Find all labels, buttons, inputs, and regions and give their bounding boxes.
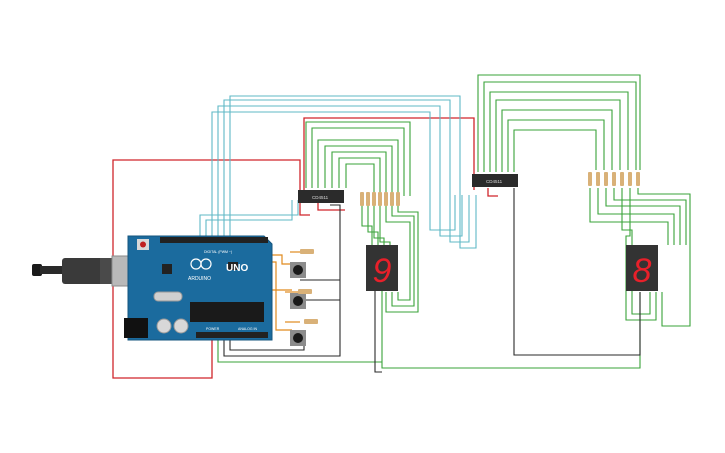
usb-chip [162,264,172,274]
digital-header [160,237,268,243]
board-brand: ARDUINO [188,276,211,282]
black-ground-wires [223,188,641,373]
resistor-bank-left [360,192,400,206]
seven-segment-right[interactable]: 8 [626,245,658,291]
resistor[interactable] [612,172,616,186]
ic-right-cd4511[interactable]: CD4511 [472,174,518,187]
resistor[interactable] [384,192,388,206]
dc-jack [124,318,148,338]
digital-label: DIGITAL (PWM ~) [204,250,232,254]
analog-label: ANALOG IN [238,327,258,331]
power-analog-header [196,332,268,338]
resistor-bank-right [588,172,640,186]
green-segment-wires [217,74,691,369]
arduino-logo-icon [200,258,212,270]
ic-left-label: CD4511 [312,195,329,200]
crystal [153,291,183,302]
push-button[interactable] [290,293,306,309]
board-name: UNO [226,263,248,274]
resistor[interactable] [604,172,608,186]
resistor[interactable] [366,192,370,206]
display-right-digit: 8 [633,252,652,290]
resistor[interactable] [596,172,600,186]
red-power-wires [112,117,498,379]
resistor[interactable] [620,172,624,186]
resistor[interactable] [300,249,314,254]
resistor[interactable] [390,192,394,206]
usb-cable [32,255,143,287]
led-block [228,262,238,270]
resistor[interactable] [372,192,376,206]
resistor[interactable] [360,192,364,206]
ic-left-cd4511[interactable]: CD4511 [298,190,344,203]
ic-right-label: CD4511 [486,179,503,184]
resistor[interactable] [396,192,400,206]
reset-button-cap [140,241,146,248]
resistor[interactable] [378,192,382,206]
capacitor [156,318,172,334]
power-label: POWER [206,327,220,331]
cyan-data-wires [199,95,477,249]
arduino-uno-board[interactable]: ARDUINO UNO DIGITAL (PWM ~) POWER ANALOG… [124,235,273,341]
push-buttons [290,249,318,346]
resistor[interactable] [628,172,632,186]
resistor[interactable] [298,289,312,294]
display-left-digit: 9 [373,252,392,290]
resistor[interactable] [588,172,592,186]
atmega-chip [190,302,264,322]
capacitor [173,318,189,334]
resistor[interactable] [304,319,318,324]
seven-segment-left[interactable]: 9 [366,245,398,291]
push-button[interactable] [290,262,306,278]
resistor[interactable] [636,172,640,186]
push-button[interactable] [290,330,306,346]
